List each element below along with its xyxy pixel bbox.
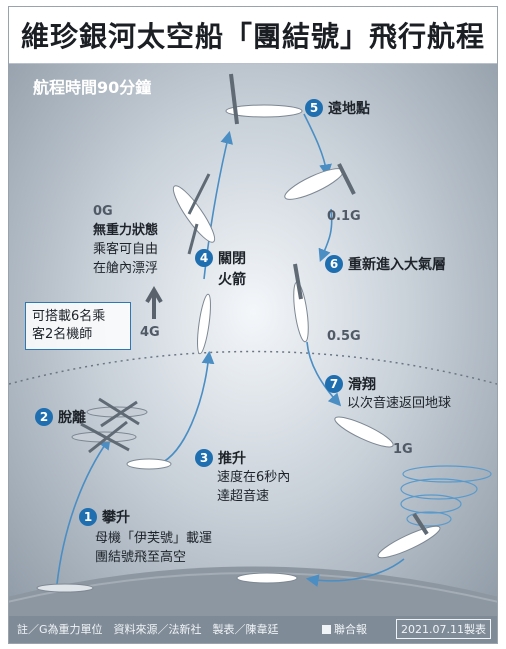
- zero-g-label: 0G: [93, 204, 113, 219]
- source-square-icon: [322, 625, 331, 634]
- step-6: 6 重新進入大氣層: [325, 254, 446, 274]
- path-reentry: [318, 208, 333, 262]
- ship-glide: [334, 416, 394, 448]
- duration-label: 航程時間90分鐘: [33, 78, 152, 97]
- step-4-label: 關閉: [218, 251, 246, 267]
- step-7-number: 7: [325, 375, 343, 393]
- zero-g-line-1: 無重力狀態: [93, 223, 159, 238]
- path-glide: [306, 341, 342, 407]
- step-4: 4 關閉: [195, 248, 246, 268]
- step-1-number: 1: [79, 508, 97, 526]
- step-3: 3 推升: [195, 448, 246, 468]
- step-4-number: 4: [195, 249, 213, 267]
- zero-g-line-2: 乘客可自由: [93, 242, 159, 257]
- ship-rise-1: [197, 293, 211, 355]
- earth-surface: [9, 566, 497, 616]
- four-g-label: 4G: [140, 325, 160, 340]
- ship-approach: [377, 525, 441, 559]
- ship-apogee: [225, 104, 303, 118]
- step-7-desc: 以次音速返回地球: [347, 396, 452, 411]
- capacity-line-1: 可搭載6名乘: [32, 309, 106, 324]
- step-1: 1 攀升: [79, 507, 130, 527]
- ship-rise-2: [172, 185, 216, 243]
- spiral-descent: [400, 465, 492, 527]
- step-6-label: 重新進入大氣層: [348, 257, 446, 273]
- one-g-label: 1G: [393, 442, 413, 457]
- atmosphere-line: [9, 350, 497, 385]
- ship-landed: [236, 572, 298, 584]
- step-7-label: 滑翔: [348, 377, 376, 393]
- step-5-label: 遠地點: [328, 101, 370, 117]
- flight-diagram: 航程時間90分鐘 0G 無重力狀態 乘客可自由 在艙內漂浮 可搭載6名乘 客2名…: [9, 64, 497, 616]
- ship-descent: [284, 168, 344, 200]
- path-return: [305, 558, 405, 587]
- step-1-label: 攀升: [102, 510, 130, 526]
- footer-note: 註／G為重力單位 資料來源／法新社 製表／陳韋廷: [17, 623, 279, 636]
- capacity-box: 可搭載6名乘 客2名機師: [25, 302, 131, 350]
- zero-g-line-3: 在艙內漂浮: [93, 261, 159, 276]
- path-climb: [56, 436, 111, 585]
- point-five-g-label: 0.5G: [327, 329, 361, 344]
- step-7: 7 滑翔: [325, 374, 376, 394]
- step-5-number: 5: [305, 99, 323, 117]
- step-3-desc-2: 達超音速: [217, 489, 270, 504]
- footer: 註／G為重力單位 資料來源／法新社 製表／陳韋廷 聯合報 2021.07.11製…: [9, 616, 497, 643]
- step-3-desc-1: 速度在6秒內: [217, 470, 291, 485]
- step-2: 2 脫離: [35, 407, 86, 427]
- up-arrow: [145, 286, 163, 319]
- path-boost: [158, 350, 215, 465]
- footer-source-label: 聯合報: [334, 623, 367, 636]
- point-one-g-label: 0.1G: [327, 209, 361, 224]
- step-3-label: 推升: [218, 451, 246, 467]
- step-5: 5 遠地點: [305, 98, 370, 118]
- step-1-desc-2: 團結號飛至高空: [95, 550, 187, 565]
- title-bar: 維珍銀河太空船「團結號」飛行航程: [9, 7, 497, 64]
- page-title: 維珍銀河太空船「團結號」飛行航程: [20, 20, 485, 53]
- footer-source: 聯合報: [322, 621, 367, 637]
- path-descent: [303, 113, 332, 178]
- capacity-line-2: 客2名機師: [32, 327, 93, 342]
- mothership-takeoff: [36, 583, 94, 593]
- step-6-number: 6: [325, 255, 343, 273]
- step-4-desc: 火箭: [218, 272, 246, 288]
- infographic-frame: 維珍銀河太空船「團結號」飛行航程: [8, 6, 498, 644]
- step-1-desc-1: 母機「伊芙號」載運: [95, 531, 213, 546]
- step-3-number: 3: [195, 449, 213, 467]
- ship-boost: [126, 458, 172, 470]
- step-2-number: 2: [35, 408, 53, 426]
- step-2-label: 脫離: [58, 410, 86, 426]
- footer-date: 2021.07.11製表: [396, 619, 491, 639]
